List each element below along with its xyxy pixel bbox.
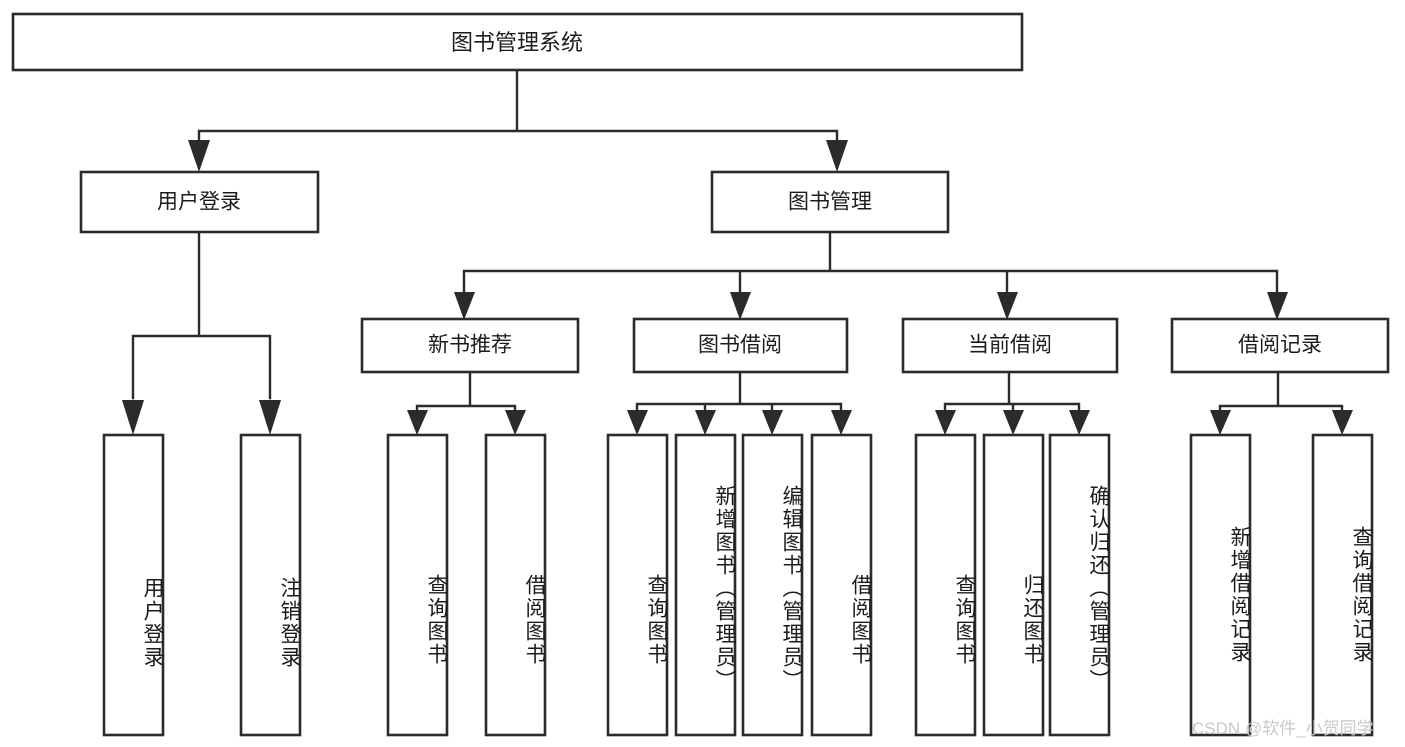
arrow-to-leaf-query-book-2 [627, 410, 648, 435]
arrow-to-leaf-return-book [1003, 410, 1024, 435]
node-leaf-user-logout-box[interactable] [239, 433, 302, 737]
node-leaf-borrow-book-1-box[interactable] [484, 433, 547, 737]
node-current-borrow[interactable]: 当前借阅 [901, 317, 1119, 374]
arrow-to-leaf-add-record [1210, 410, 1231, 435]
node-borrow-record[interactable]: 借阅记录 [1170, 317, 1390, 374]
node-leaf-user-login-box[interactable] [102, 433, 165, 737]
node-root[interactable]: 图书管理系统 [11, 12, 1024, 72]
arrow-to-leaf-edit-book [762, 410, 783, 435]
csdn-watermark: CSDN @软件_小贺同学 [1192, 719, 1374, 738]
arrow-to-leaf-query-record [1332, 410, 1353, 435]
arrow-to-current-borrow [997, 292, 1018, 320]
node-leaf-borrow-book-2-box[interactable] [810, 433, 873, 737]
arrow-to-new-book-recommend [454, 292, 475, 320]
arrow-to-leaf-add-book [695, 410, 716, 435]
arrow-to-leaf-user-logout [259, 400, 281, 435]
node-book-borrow-label: 图书借阅 [698, 334, 782, 357]
node-new-book-recommend[interactable]: 新书推荐 [360, 317, 580, 374]
node-book-manage[interactable]: 图书管理 [710, 170, 950, 234]
node-leaf-query-book-2-box[interactable] [606, 433, 669, 737]
node-leaf-return-book-box[interactable] [982, 433, 1045, 737]
connector-bookmanage-bus [462, 230, 1279, 294]
arrow-to-leaf-borrow-book-2 [831, 410, 852, 435]
connector-bookborrow-bus [635, 370, 843, 416]
connector-root-bus [197, 68, 839, 156]
node-root-label: 图书管理系统 [451, 30, 583, 55]
connector-userlogin-bus [131, 230, 272, 400]
connector-currentborrow-bus [943, 370, 1081, 416]
arrow-to-borrow-record [1267, 292, 1288, 320]
node-user-login-label: 用户登录 [157, 191, 241, 214]
node-root-box[interactable] [11, 12, 1024, 72]
node-borrow-record-box[interactable] [1170, 317, 1390, 374]
arrow-to-leaf-query-book-3 [935, 410, 956, 435]
arrow-to-leaf-query-book-1 [407, 410, 428, 435]
node-leaf-add-book-box[interactable] [674, 433, 737, 737]
node-book-manage-label: 图书管理 [788, 191, 872, 214]
node-new-book-recommend-box[interactable] [360, 317, 580, 374]
arrow-to-book-borrow [730, 292, 751, 320]
arrow-to-leaf-user-login [122, 400, 144, 435]
connector-group [131, 68, 1344, 418]
leaf-boxes [102, 433, 1374, 737]
arrow-to-leaf-confirm-return [1069, 410, 1090, 435]
node-leaf-query-book-1-box[interactable] [386, 433, 449, 737]
arrowhead-group [122, 140, 1353, 435]
node-leaf-edit-book-box[interactable] [741, 433, 804, 737]
node-leaf-query-book-3-box[interactable] [914, 433, 977, 737]
node-new-book-recommend-label: 新书推荐 [428, 334, 512, 357]
node-user-login[interactable]: 用户登录 [79, 170, 320, 234]
arrow-to-user-login [188, 140, 210, 172]
node-leaf-add-record-box[interactable] [1189, 433, 1252, 737]
node-borrow-record-label: 借阅记录 [1238, 334, 1322, 357]
node-current-borrow-box[interactable] [901, 317, 1119, 374]
node-user-login-box[interactable] [79, 170, 320, 234]
node-current-borrow-label: 当前借阅 [968, 334, 1052, 357]
node-leaf-query-record-box[interactable] [1311, 433, 1374, 737]
node-book-borrow[interactable]: 图书借阅 [632, 317, 849, 374]
arrow-to-book-manage [826, 140, 848, 172]
node-book-borrow-box[interactable] [632, 317, 849, 374]
connector-newbook-bus [415, 370, 517, 418]
node-book-manage-box[interactable] [710, 170, 950, 234]
node-leaf-confirm-return-box[interactable] [1048, 433, 1111, 737]
arrow-to-leaf-borrow-book-1 [505, 410, 526, 435]
connector-borrowrecord-bus [1218, 370, 1344, 418]
